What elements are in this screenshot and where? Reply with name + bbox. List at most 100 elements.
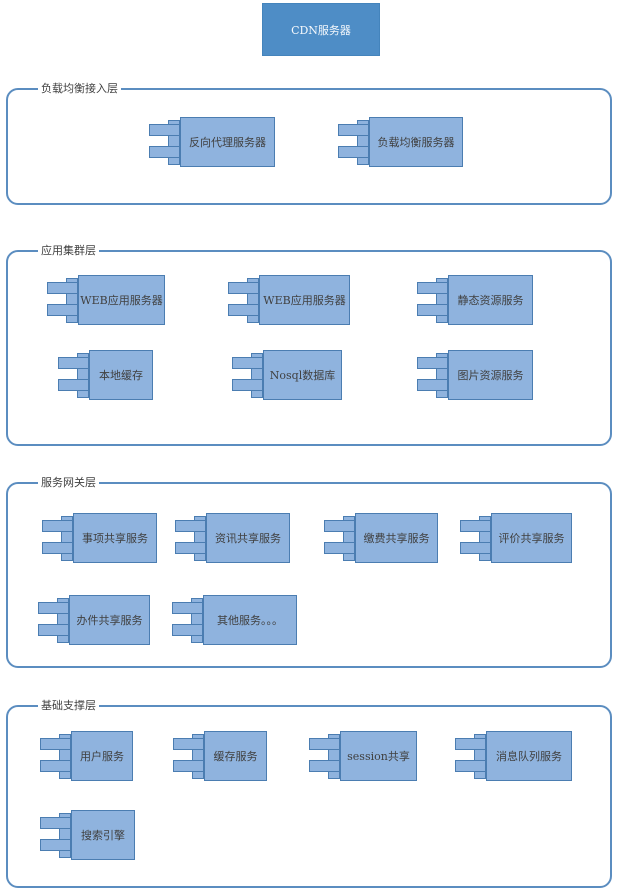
component-body <box>71 731 133 781</box>
component-label: 缓存服务 <box>213 750 258 763</box>
component-tab-top <box>40 738 71 750</box>
component-tab-bottom <box>309 760 340 772</box>
component-tab-bottom <box>175 542 206 554</box>
component-load-balancer-server[interactable]: 负载均衡服务器 <box>338 117 463 167</box>
component-tab-top <box>58 357 89 369</box>
component-body <box>69 595 150 645</box>
component-body <box>486 731 572 781</box>
component-tab-bottom <box>42 542 73 554</box>
component-user-service[interactable]: 用户服务 <box>40 731 133 781</box>
component-body <box>369 117 463 167</box>
component-label: 图片资源服务 <box>457 369 524 382</box>
component-tab-top <box>460 520 491 532</box>
component-tab-bottom <box>232 379 263 391</box>
component-tab-top <box>324 520 355 532</box>
component-tab-top <box>417 282 448 294</box>
component-label: Nosql数据库 <box>269 369 336 382</box>
component-label: 消息队列服务 <box>496 750 562 763</box>
component-tab-bottom <box>417 304 448 316</box>
component-tab-bottom <box>40 760 71 772</box>
component-body <box>89 350 153 400</box>
component-web-app-server-2[interactable]: WEB应用服务器 <box>228 275 350 325</box>
component-tab-bottom <box>338 146 369 158</box>
layer-load-balancing-access[interactable]: 负载均衡接入层 反向代理服务器 负载均衡服务器 <box>6 82 612 205</box>
component-tab-bottom <box>149 146 180 158</box>
component-tab-bottom <box>228 304 259 316</box>
component-label: 反向代理服务器 <box>189 136 266 149</box>
component-body <box>491 513 572 563</box>
component-tab-top <box>40 817 71 829</box>
component-tab-top <box>173 738 204 750</box>
node-cdn-server-label: CDN服务器 <box>291 23 351 37</box>
component-label: session共享 <box>347 750 410 763</box>
component-session-sharing[interactable]: session共享 <box>309 731 417 781</box>
component-tab-top <box>42 520 73 532</box>
component-reverse-proxy-server[interactable]: 反向代理服务器 <box>149 117 275 167</box>
component-review-sharing-service[interactable]: 评价共享服务 <box>460 513 572 563</box>
component-body <box>448 275 533 325</box>
component-tab-top <box>309 738 340 750</box>
component-tab-bottom <box>40 839 71 851</box>
layer-load-balancing-access-label: 负载均衡接入层 <box>38 82 121 96</box>
component-tab-top <box>149 124 180 136</box>
component-tab-top <box>175 520 206 532</box>
component-tab-bottom <box>455 760 486 772</box>
component-work-item-sharing-service[interactable]: 办件共享服务 <box>38 595 150 645</box>
component-payment-sharing-service[interactable]: 缴费共享服务 <box>324 513 438 563</box>
component-body <box>448 350 533 400</box>
component-label: 资讯共享服务 <box>215 532 281 545</box>
component-web-app-server-1[interactable]: WEB应用服务器 <box>47 275 165 325</box>
component-message-queue-service[interactable]: 消息队列服务 <box>455 731 572 781</box>
component-tab-bottom <box>47 304 78 316</box>
component-tab-top <box>232 357 263 369</box>
component-tab-bottom <box>173 760 204 772</box>
component-tab-bottom <box>38 624 69 636</box>
component-label: 静态资源服务 <box>457 294 524 307</box>
component-other-services[interactable]: 其他服务。。。 <box>172 595 297 645</box>
component-body <box>78 275 165 325</box>
layer-application-cluster-label: 应用集群层 <box>38 244 99 258</box>
component-tab-bottom <box>58 379 89 391</box>
layer-basic-support[interactable]: 基础支撑层 用户服务 缓存服务 session共享 <box>6 699 612 888</box>
component-body <box>73 513 157 563</box>
component-tab-top <box>455 738 486 750</box>
component-body <box>71 810 135 860</box>
component-label: WEB应用服务器 <box>80 294 163 307</box>
component-tab-bottom <box>417 379 448 391</box>
layer-service-gateway[interactable]: 服务网关层 事项共享服务 资讯共享服务 缴费共享服务 <box>6 476 612 668</box>
component-local-cache[interactable]: 本地缓存 <box>58 350 153 400</box>
component-info-sharing-service[interactable]: 资讯共享服务 <box>175 513 290 563</box>
component-body <box>259 275 350 325</box>
component-label: 事项共享服务 <box>82 532 148 545</box>
component-label: 办件共享服务 <box>76 614 143 627</box>
component-nosql-database[interactable]: Nosql数据库 <box>232 350 342 400</box>
component-tab-bottom <box>324 542 355 554</box>
component-body <box>203 595 297 645</box>
component-tab-top <box>38 602 69 614</box>
component-body <box>180 117 275 167</box>
component-item-sharing-service[interactable]: 事项共享服务 <box>42 513 157 563</box>
layer-basic-support-label: 基础支撑层 <box>38 699 99 713</box>
component-body <box>204 731 267 781</box>
component-label: 用户服务 <box>80 750 124 763</box>
component-tab-bottom <box>460 542 491 554</box>
component-body <box>206 513 290 563</box>
component-label: 其他服务。。。 <box>217 614 283 627</box>
component-body <box>355 513 438 563</box>
component-label: WEB应用服务器 <box>263 294 346 307</box>
component-cache-service[interactable]: 缓存服务 <box>173 731 267 781</box>
component-label: 评价共享服务 <box>498 532 565 545</box>
component-body <box>263 350 342 400</box>
component-image-resource-service[interactable]: 图片资源服务 <box>417 350 533 400</box>
layer-application-cluster[interactable]: 应用集群层 WEB应用服务器 WEB应用服务器 静态资源服务 <box>6 244 612 446</box>
component-label: 缴费共享服务 <box>363 532 430 545</box>
component-tab-top <box>172 602 203 614</box>
component-tab-top <box>417 357 448 369</box>
layer-service-gateway-label: 服务网关层 <box>38 476 99 490</box>
component-label: 负载均衡服务器 <box>377 136 455 149</box>
component-label: 本地缓存 <box>99 369 143 382</box>
component-static-resource-service[interactable]: 静态资源服务 <box>417 275 533 325</box>
node-cdn-server[interactable]: CDN服务器 <box>262 3 380 56</box>
component-search-engine[interactable]: 搜索引擎 <box>40 810 135 860</box>
